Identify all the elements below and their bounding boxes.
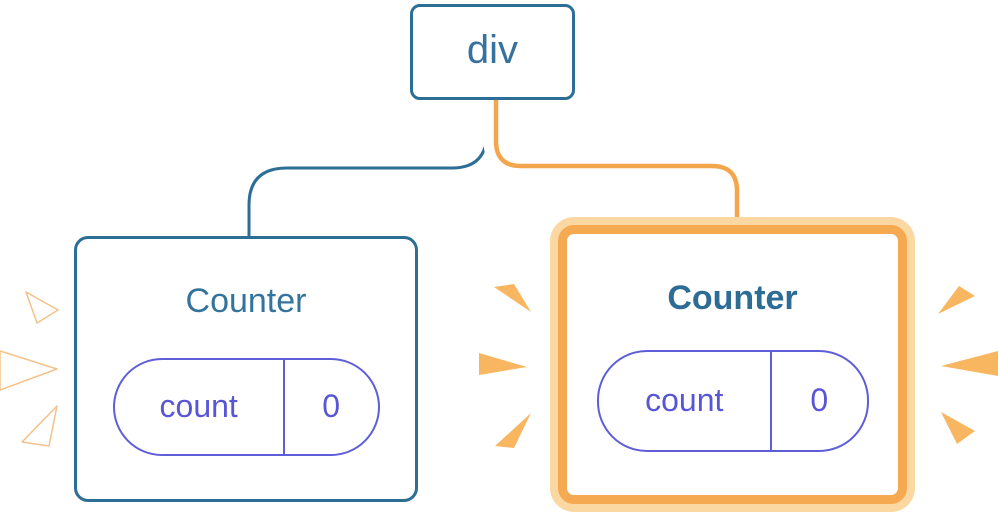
burst-rays-left-card (0, 291, 59, 447)
burst-rays-right-card-right (938, 286, 998, 444)
connector-left-blue (247, 99, 489, 238)
state-value: 0 (810, 382, 829, 419)
spark-icon (25, 291, 59, 324)
counter-card-right-highlighted: Counter count 0 (558, 225, 907, 504)
root-node-label: div (466, 28, 519, 72)
root-node: div (410, 4, 575, 100)
spark-icon (494, 284, 531, 312)
spark-icon (495, 413, 531, 448)
burst-rays-right-card-left (479, 284, 531, 448)
state-pill: count 0 (596, 349, 869, 452)
state-value: 0 (322, 388, 341, 425)
spark-icon (938, 286, 975, 314)
state-pill: count 0 (112, 357, 380, 456)
spark-icon (0, 350, 58, 391)
spark-icon (941, 412, 975, 444)
spark-icon (941, 351, 998, 376)
spark-icon (479, 353, 527, 375)
state-key: count (599, 351, 773, 450)
spark-icon (21, 405, 58, 447)
connector-right-orange (493, 99, 740, 230)
state-key: count (115, 359, 285, 454)
counter-title: Counter (185, 282, 307, 320)
counter-title: Counter (667, 279, 798, 317)
counter-card-left: Counter count 0 (74, 236, 418, 502)
